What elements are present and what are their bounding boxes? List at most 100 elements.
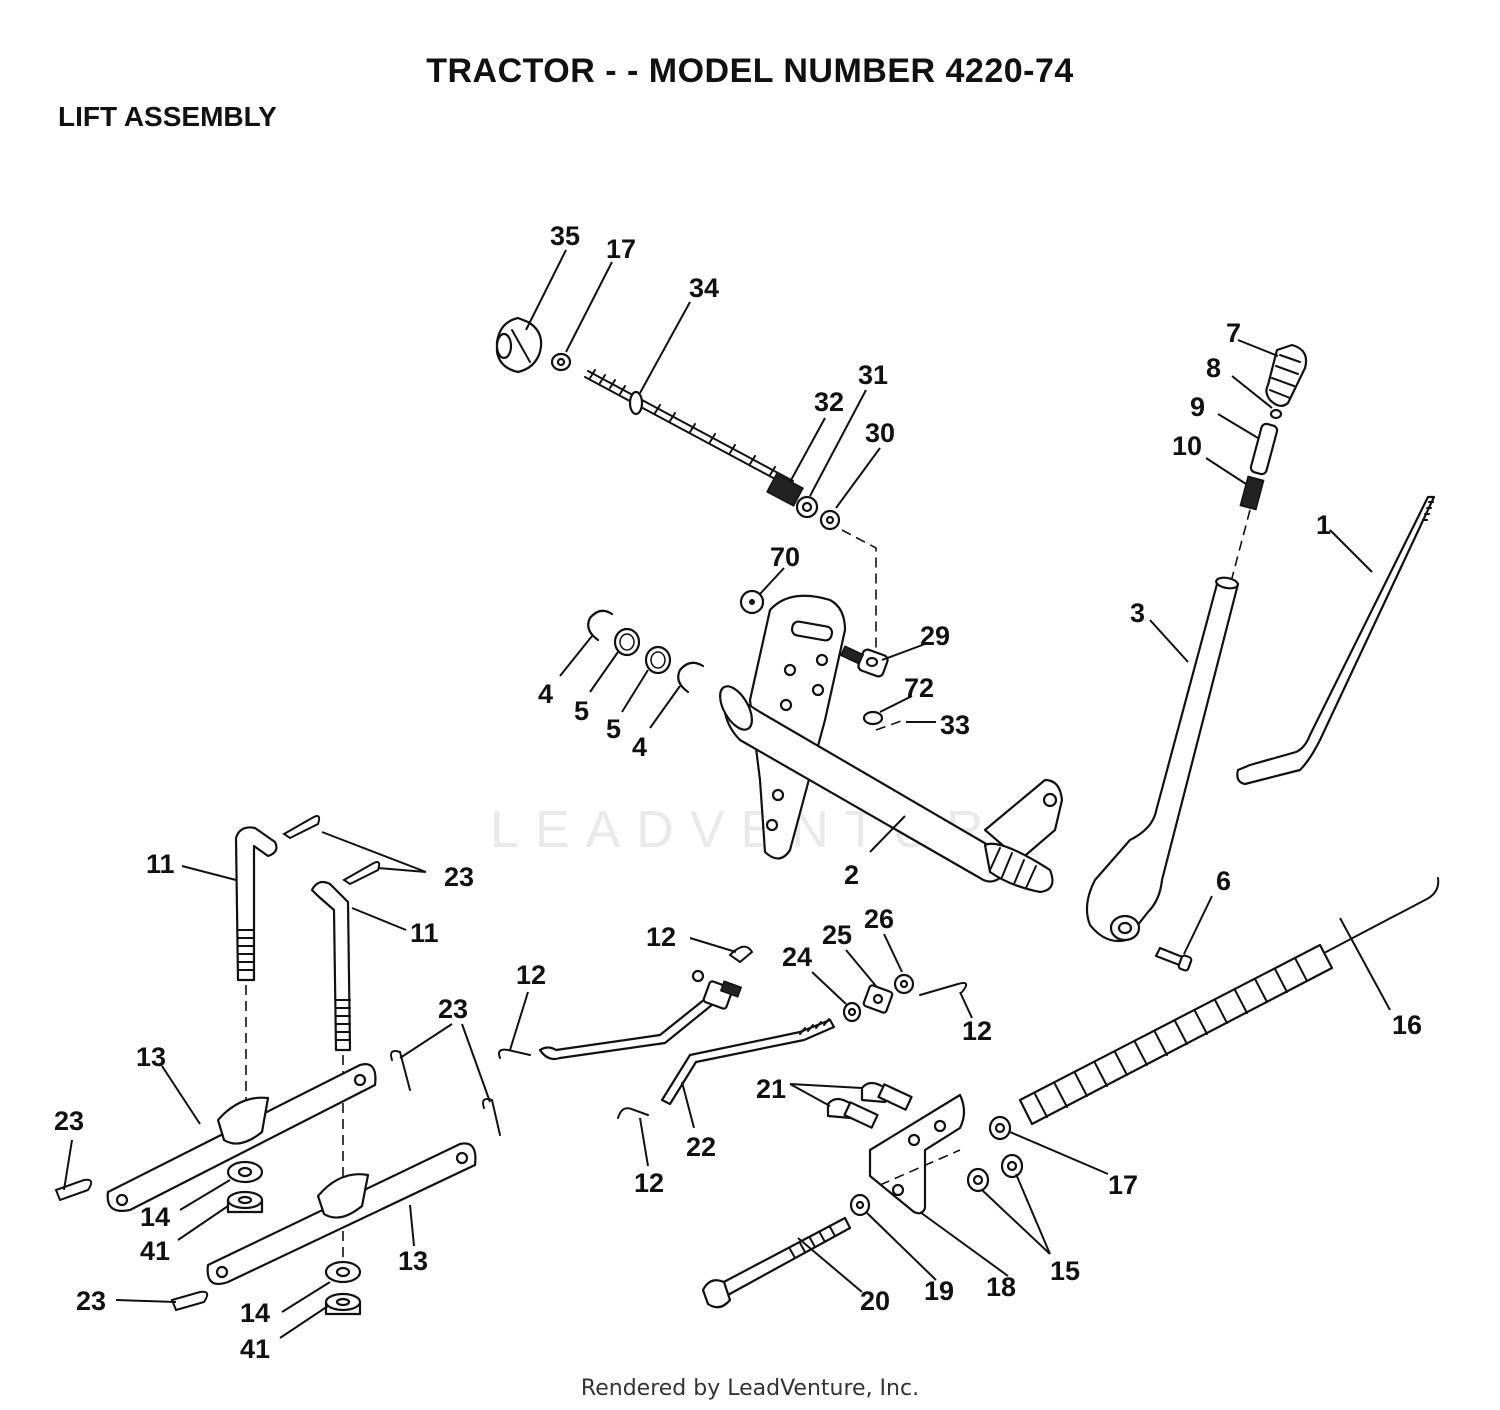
hairpin-clip-23-top-a[interactable] [282, 815, 321, 840]
callout-5-right: 5 [606, 714, 621, 744]
callout-1: 1 [1316, 510, 1331, 540]
nut-41-upper[interactable] [226, 1190, 264, 1214]
callout-17-upper: 17 [606, 234, 636, 264]
callout-10: 10 [1172, 431, 1202, 461]
callout-17-lower: 17 [1108, 1170, 1138, 1200]
callout-34: 34 [689, 273, 719, 303]
callout-30: 30 [865, 418, 895, 448]
callout-12-mid: 12 [516, 960, 546, 990]
washer-19[interactable] [849, 1193, 871, 1217]
hairpin-clip-23-mid-b[interactable] [482, 1098, 501, 1136]
hairpin-clip-12-a[interactable] [498, 1048, 531, 1059]
lift-shaft-2[interactable] [714, 594, 1064, 894]
dashed-guide-bracket [879, 1149, 961, 1186]
bolt-21-lower[interactable] [826, 1097, 879, 1129]
callout-2: 2 [844, 860, 859, 890]
washer-31[interactable] [795, 495, 819, 519]
callout-13-lower: 13 [398, 1246, 428, 1276]
rod-22[interactable] [660, 1018, 836, 1106]
sleeve-9[interactable] [1249, 422, 1279, 476]
callout-5-left: 5 [574, 696, 589, 726]
callout-labels: 35 17 34 32 31 30 7 8 9 10 1 70 3 29 72 … [54, 221, 1422, 1364]
dashed-guide-upper [841, 529, 877, 650]
callout-12-right: 12 [962, 1016, 992, 1046]
callout-32: 32 [814, 387, 844, 417]
nut-15-left[interactable] [966, 1167, 990, 1193]
callout-15: 15 [1050, 1256, 1080, 1286]
callout-41-lower: 41 [240, 1334, 270, 1364]
lift-arm-13-upper[interactable] [106, 1063, 377, 1212]
lift-handle-3[interactable] [1085, 576, 1240, 943]
swivel-block[interactable] [691, 969, 743, 1010]
callout-12-bottom: 12 [634, 1168, 664, 1198]
hairpin-clip-12-top[interactable] [728, 945, 754, 964]
swivel-25[interactable] [862, 984, 894, 1014]
callout-35: 35 [550, 221, 580, 251]
nut-26[interactable] [893, 973, 915, 995]
nut-17-upper[interactable] [550, 352, 572, 372]
ball-8[interactable] [1269, 408, 1283, 420]
bolt-21-upper[interactable] [860, 1081, 913, 1111]
callout-6: 6 [1216, 866, 1231, 896]
callout-21: 21 [756, 1074, 786, 1104]
callout-11-left: 11 [146, 849, 175, 879]
nut-24[interactable] [842, 1001, 862, 1023]
washer-5-right[interactable] [644, 645, 672, 675]
washer-14-lower[interactable] [324, 1260, 362, 1284]
washer-70[interactable] [739, 589, 765, 615]
callout-41-upper: 41 [140, 1236, 170, 1266]
nut-30[interactable] [819, 509, 841, 531]
spring-10[interactable] [1239, 475, 1265, 511]
callout-8: 8 [1206, 353, 1221, 383]
hairpin-clip-12-right[interactable] [919, 982, 968, 996]
lift-link-11-left[interactable] [234, 826, 278, 982]
callout-23-left: 23 [54, 1106, 84, 1136]
washer-5-left[interactable] [613, 627, 641, 657]
callout-3: 3 [1130, 598, 1145, 628]
callout-16: 16 [1392, 1010, 1422, 1040]
spring-32[interactable] [766, 473, 804, 507]
leader-lines [63, 249, 1391, 1339]
callout-29: 29 [920, 621, 950, 651]
callout-26: 26 [864, 904, 894, 934]
pin-33[interactable] [875, 719, 905, 731]
callout-4-right: 4 [632, 732, 647, 762]
bolt-6[interactable] [1154, 946, 1193, 972]
bracket-18[interactable] [868, 1093, 966, 1215]
eyebolt-29[interactable] [839, 645, 889, 678]
lift-arm-13-lower[interactable] [206, 1142, 477, 1286]
lock-washer-72[interactable] [862, 710, 884, 726]
rod-1[interactable] [1236, 495, 1436, 786]
hairpin-clip-23-mid-a[interactable] [390, 1050, 411, 1091]
callout-23-top: 23 [444, 862, 474, 892]
retaining-ring-4-right[interactable] [677, 661, 705, 694]
dashed-guide-handle [1231, 509, 1251, 579]
knob-35[interactable] [495, 316, 543, 374]
washer-14-upper[interactable] [226, 1160, 264, 1184]
front-link-rod[interactable] [538, 993, 720, 1061]
hairpin-clip-23-left[interactable] [54, 1178, 93, 1202]
nut-15-right[interactable] [1000, 1153, 1024, 1179]
callout-23-bottom: 23 [76, 1286, 106, 1316]
hairpin-clip-23-lower[interactable] [170, 1290, 209, 1312]
callout-33: 33 [940, 710, 970, 740]
callout-4-left: 4 [538, 679, 553, 709]
section-title: LIFT ASSEMBLY [58, 101, 277, 132]
grip-7[interactable] [1265, 343, 1308, 407]
threaded-rod-34[interactable] [584, 369, 794, 488]
nut-41-lower[interactable] [324, 1292, 362, 1316]
callout-70: 70 [770, 542, 800, 572]
spring-16[interactable] [1018, 877, 1440, 1126]
lift-link-11-right[interactable] [310, 880, 352, 1052]
callout-13-upper: 13 [136, 1042, 166, 1072]
hairpin-clip-23-top-b[interactable] [342, 861, 381, 886]
hairpin-clip-12-bottom[interactable] [617, 1107, 649, 1119]
callout-23-mid: 23 [438, 994, 468, 1024]
callout-25: 25 [822, 920, 852, 950]
retaining-ring-4-left[interactable] [587, 609, 614, 642]
callout-12-top: 12 [646, 922, 676, 952]
callout-11-right: 11 [410, 918, 439, 948]
bolt-20[interactable] [701, 1216, 852, 1309]
nut-17-lower[interactable] [988, 1115, 1012, 1141]
callout-14-upper: 14 [140, 1202, 170, 1232]
